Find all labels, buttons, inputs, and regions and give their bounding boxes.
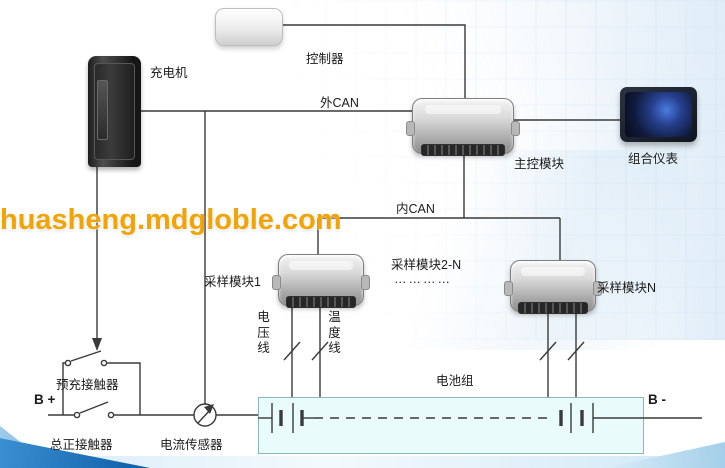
b-plus-label: B + <box>34 392 56 407</box>
mounting-ear-icon <box>361 275 370 290</box>
precharge-contactor-label: 预充接触器 <box>56 378 119 392</box>
main-module-label: 主控模块 <box>514 157 565 171</box>
charger-device <box>88 56 141 167</box>
sensor-arrowhead <box>204 404 214 414</box>
instrument-label: 组合仪表 <box>628 152 679 166</box>
charger-label: 充电机 <box>150 66 188 80</box>
sampling-module-n-label: 采样模块N <box>597 281 657 295</box>
mounting-ear-icon <box>272 275 281 290</box>
bottom-blue-strip <box>0 456 725 468</box>
instrument-cluster-device <box>620 87 697 142</box>
main-positive-contactor-label: 总正接触器 <box>50 438 113 452</box>
mounting-ear-icon <box>406 120 415 136</box>
mounting-ear-icon <box>511 120 520 136</box>
battery-cells-symbol <box>258 403 642 433</box>
sampling-module-1-label: 采样模块1 <box>204 275 261 289</box>
precharge-contactor-symbol <box>62 350 141 415</box>
charger-arrowhead <box>92 338 102 351</box>
main-control-module-device <box>406 98 520 156</box>
instrument-screen <box>625 92 692 137</box>
internal-can-label: 内CAN <box>396 202 435 216</box>
charger-handle-slot <box>97 80 108 140</box>
watermark-text: huasheng.mdgloble.com <box>0 204 342 236</box>
mounting-ear-icon <box>593 281 602 296</box>
battery-pack-label: 电池组 <box>436 374 474 388</box>
controller-device <box>215 8 283 46</box>
mounting-ear-icon <box>504 281 513 296</box>
wire-break-marks <box>283 341 585 361</box>
sampling-module-2n-label: 采样模块2-N <box>391 258 462 272</box>
sampling-module-n-device <box>504 260 602 314</box>
faint-backdrop-streak <box>265 150 685 350</box>
sampling-module-1-device <box>272 254 370 308</box>
battery-pack-box <box>258 397 644 454</box>
controller-to-main-line <box>283 24 466 98</box>
controller-label: 控制器 <box>306 52 344 66</box>
voltage-line-label: 电压线 <box>257 310 270 355</box>
temperature-line-label: 温度线 <box>328 310 341 355</box>
sampling-module-2n-dots: ………… <box>394 272 452 286</box>
main-contactor-symbol <box>48 401 194 419</box>
external-can-label: 外CAN <box>320 96 359 110</box>
current-sensor-label: 电流传感器 <box>160 438 223 452</box>
b-minus-label: B - <box>648 392 666 407</box>
